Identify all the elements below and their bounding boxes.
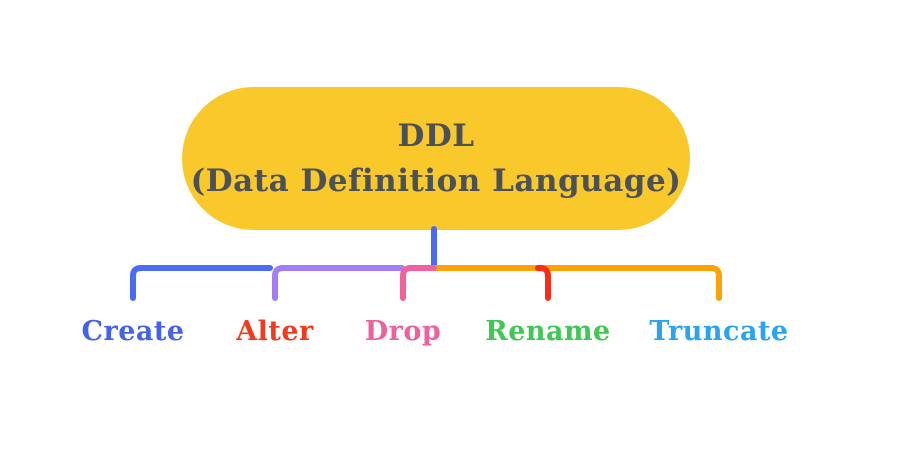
branch-line-truncate xyxy=(427,265,722,301)
branch-label-truncate: Truncate xyxy=(649,316,789,347)
branch-label-create: Create xyxy=(81,316,185,347)
branch-line-rename xyxy=(535,265,551,301)
root-node-ddl: DDL (Data Definition Language) xyxy=(182,87,690,230)
branch-label-rename: Rename xyxy=(485,316,611,347)
branch-line-drop xyxy=(400,265,437,301)
root-node-title: DDL xyxy=(397,117,475,154)
root-node-subtitle: (Data Definition Language) xyxy=(190,162,682,199)
branch-line-alter xyxy=(272,265,405,301)
branch-line-create xyxy=(130,265,273,301)
branch-label-alter: Alter xyxy=(236,316,314,347)
branch-label-drop: Drop xyxy=(364,316,442,347)
